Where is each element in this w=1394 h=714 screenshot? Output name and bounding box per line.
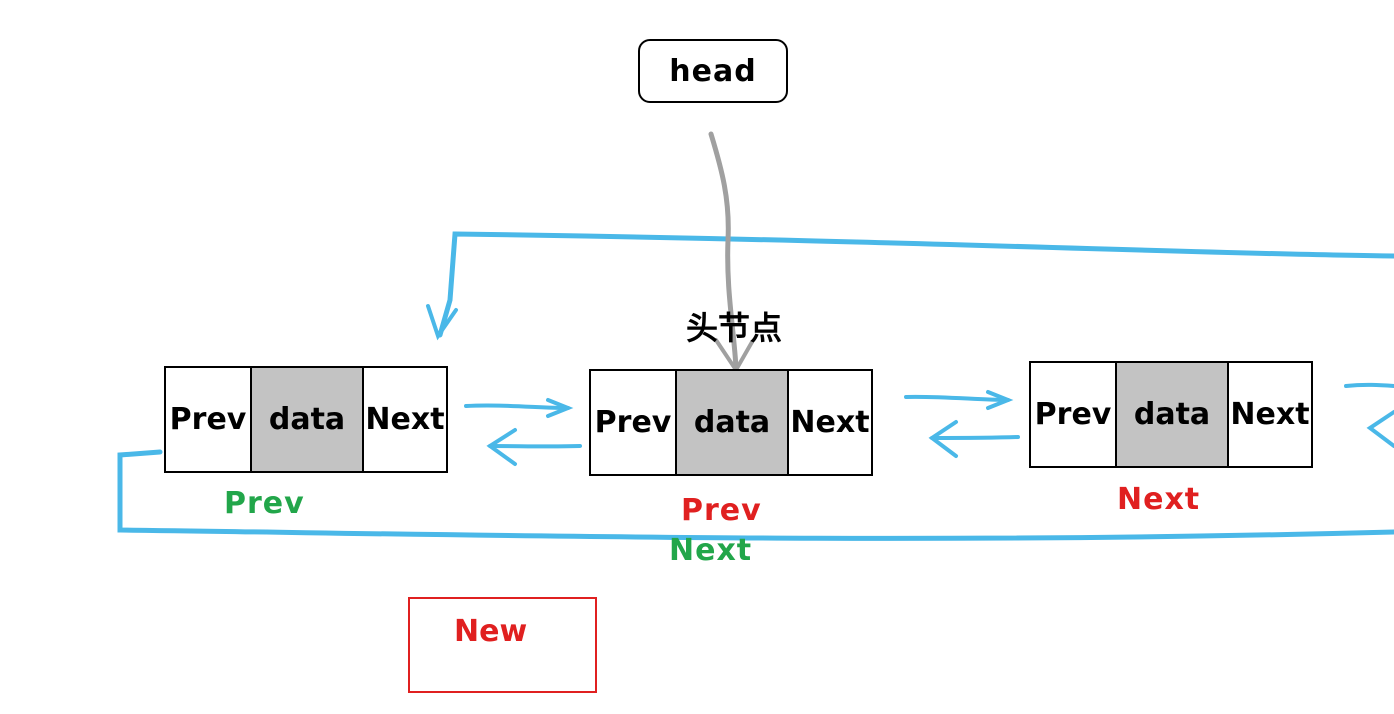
node-next-field: Next — [365, 402, 445, 437]
head-node-label: 头节点 — [686, 309, 783, 347]
annotation-middle-next: Next — [669, 533, 753, 568]
annotation-left-prev: Prev — [224, 486, 305, 521]
prev-arrowhead-2-1 — [486, 428, 517, 466]
node-prev-field: Prev — [591, 371, 677, 474]
list-node-2: Prev data Next — [589, 369, 873, 476]
next-arrow-3-out — [1344, 382, 1394, 388]
node-data-field: data — [1117, 363, 1229, 466]
node-prev-field: Prev — [166, 368, 252, 471]
annotation-middle-prev: Prev — [681, 493, 762, 528]
loop-arrow-top — [437, 231, 1394, 338]
node-data-field: data — [252, 368, 364, 471]
node-next-field: Next — [790, 405, 870, 440]
new-node-label: New — [454, 614, 528, 649]
head-pointer-arrow — [708, 131, 739, 371]
loop-arrow-bottom — [117, 449, 1394, 541]
prev-arrow-3-2 — [930, 435, 1020, 440]
next-arrowhead-1-2 — [546, 398, 574, 418]
head-pointer-box: head — [638, 39, 788, 103]
loop-arrowhead-top — [426, 304, 458, 341]
list-node-1: Prev data Next — [164, 366, 448, 473]
head-label: head — [669, 53, 757, 89]
next-arrowhead-2-3 — [986, 390, 1014, 410]
node-next-field: Next — [1230, 397, 1310, 432]
node-data-field: data — [677, 371, 789, 474]
node-prev-field: Prev — [1031, 363, 1117, 466]
new-node-box — [408, 597, 597, 693]
annotation-right-next: Next — [1117, 482, 1201, 517]
prev-arrow-in-3 — [1366, 410, 1394, 448]
next-arrow-1-2 — [464, 403, 570, 410]
prev-arrowhead-3-2 — [928, 420, 958, 458]
list-node-3: Prev data Next — [1029, 361, 1313, 468]
next-arrow-2-3 — [904, 394, 1010, 402]
